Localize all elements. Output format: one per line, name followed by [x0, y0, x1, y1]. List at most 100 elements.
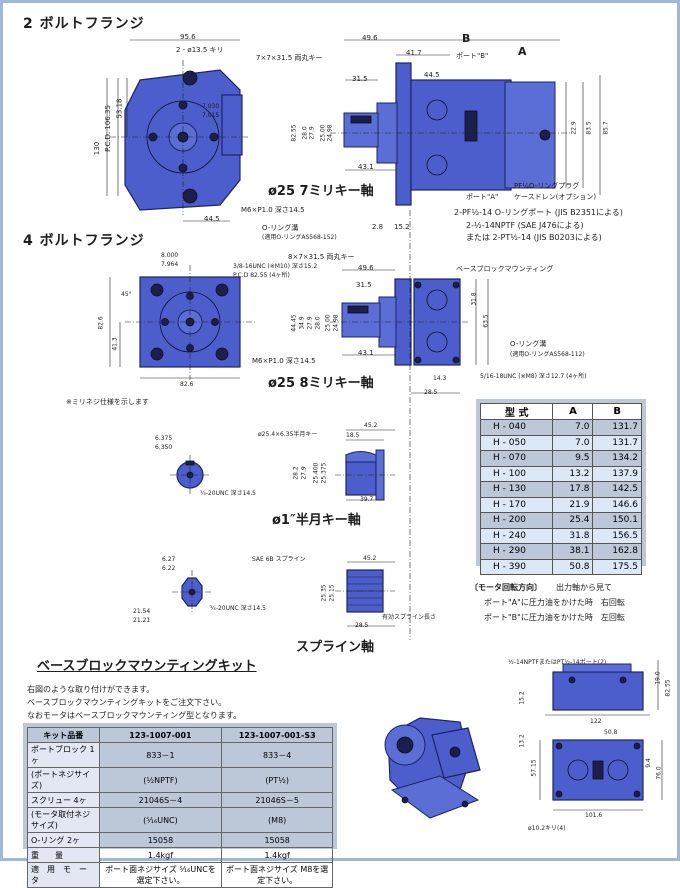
cell: 25.4	[552, 512, 594, 529]
cell: 9.5	[552, 450, 594, 467]
dim-label: O-リング溝	[262, 224, 299, 232]
dim-label: 7.015	[202, 112, 220, 119]
cell: ポート面ネジサイズ ⁵⁄₁₆UNCを選定下さい。	[98, 862, 223, 888]
dim-label: 63.5	[482, 314, 490, 328]
cell: H - 100	[479, 465, 554, 482]
spline-shaft	[172, 561, 395, 627]
rotation-line: ポート"B"に圧力油をかけた時 左回転	[484, 613, 625, 622]
dim-label: 27.9	[306, 316, 314, 330]
dim-label: 45°	[121, 291, 132, 298]
cell: H - 240	[479, 527, 554, 544]
port-note: 2-PF½-14 O-リングポート (JIS B2351による)	[454, 208, 623, 217]
dim-label: 28.5	[355, 622, 369, 629]
dim-label: ø25.4×6.35半月キー	[258, 431, 318, 438]
bolt-label: 5/16-18UNC (※M8) 深さ12.7 (4ヶ所)	[480, 373, 587, 380]
side-view-four-bolt	[330, 269, 489, 394]
dim-label: 8.000	[161, 252, 179, 259]
dim-label: 130	[93, 141, 102, 156]
dim-label: 101.6	[585, 812, 603, 819]
dim-label: 122	[590, 718, 602, 725]
two-bolt-heading: 2 ボルトフランジ	[23, 16, 145, 32]
dim-label: 82.55	[290, 124, 298, 142]
dim-label: 85.7	[602, 121, 610, 135]
cell: 7.0	[552, 434, 594, 451]
cell: 146.6	[592, 496, 642, 513]
cell: 21046S－4	[98, 792, 223, 808]
dim-label: 27.9	[300, 466, 308, 480]
dim-label: ¼-20UNC 深さ14.5	[200, 490, 256, 497]
dim-label: 6.375	[155, 435, 173, 442]
dim-label: 44.5	[204, 215, 220, 223]
cell: H - 040	[479, 419, 554, 436]
cell: 137.9	[592, 465, 642, 482]
dim-label: 82.6	[180, 381, 194, 388]
dim-label: P.C.D 82.55 (4ヶ所)	[233, 272, 290, 279]
dim-label: 53.18	[115, 98, 124, 119]
dim-label: 34.9	[298, 316, 306, 330]
cell: ポートブロック 1ヶ	[27, 742, 100, 768]
cell: (モータ取付ネジサイズ)	[27, 807, 100, 833]
dim-label: 45.2	[363, 555, 377, 562]
cell: 175.5	[592, 558, 642, 575]
base-mount-label: ベースブロックマウンティング	[456, 265, 554, 273]
cell: 15058	[221, 832, 333, 848]
dim-label: 57.15	[530, 759, 538, 777]
dim-label: 21.54	[133, 608, 151, 615]
cell: 17.8	[552, 481, 594, 498]
dim-label: ¼-20UNC 深さ14.5	[210, 605, 266, 612]
cell: H - 170	[479, 496, 554, 513]
dim-label: 有効スプライン長さ	[382, 614, 437, 621]
kit-table: キット品番 123-1007-001 123-1007-001-S3 ポートブロ…	[27, 727, 333, 888]
dim-label: 19.0	[654, 671, 662, 685]
dim-label: 7.964	[161, 261, 179, 268]
dim-label: 24.98	[326, 124, 334, 142]
kit-drawing	[539, 660, 663, 811]
table-row: 適 用 モ ー タポート面ネジサイズ ⁵⁄₁₆UNCを選定下さい。ポート面ネジサ…	[27, 862, 333, 888]
table-row: (ポートネジサイズ)(½NPTF)(PT½)	[27, 767, 333, 793]
dim-label: 24.98	[332, 314, 340, 332]
dim-label: 31.8	[470, 292, 478, 306]
cell: 21046S－5	[221, 792, 333, 808]
dim-label: 43.1	[358, 349, 374, 357]
dim-label: 7.030	[202, 103, 220, 110]
dim-label: 22.9	[570, 121, 578, 135]
cell: (ポートネジサイズ)	[27, 767, 100, 793]
table-header-row: 型 式 A B	[479, 403, 642, 420]
dim-a: A	[518, 45, 527, 58]
cell: 134.2	[592, 450, 642, 467]
dim-label: 49.6	[362, 34, 378, 42]
table-row: (モータ取付ネジサイズ)(⁵⁄₁₆UNC)(M8)	[27, 807, 333, 833]
key-note: 8×7×31.5 両丸キー	[288, 253, 355, 261]
dim-label: ø10.2キリ(4)	[528, 825, 566, 832]
cell: 131.7	[592, 434, 642, 451]
cell: 833－4	[221, 742, 333, 768]
dim-label: 2 - ø13.5 キリ	[176, 46, 224, 54]
dim-label: 9.4	[644, 758, 652, 768]
dim-label: 43.1	[358, 163, 374, 171]
header-cell: A	[552, 403, 594, 420]
kit-desc: ベースブロックマウンティングキットをご注文下さい。	[27, 698, 227, 707]
shaft-25-7-heading: ø25 7ミリキー軸	[268, 184, 374, 199]
rotation-line: 出力軸から見て	[556, 583, 612, 592]
dim-label: 6.22	[162, 565, 176, 572]
dim-label: 18.5	[346, 432, 360, 439]
header-cell: B	[592, 403, 642, 420]
cell: H - 130	[479, 481, 554, 498]
cell: (⁵⁄₁₆UNC)	[98, 807, 223, 833]
dim-label: M6×P1.0 深さ14.5	[241, 206, 305, 214]
kit-heading: ベースブロックマウンティングキット	[37, 659, 257, 674]
cell: 50.8	[552, 558, 594, 575]
dim-label: 13.2	[518, 734, 526, 748]
dim-label: 3/8-16UNC (※M10) 深さ15.2	[233, 263, 318, 270]
dim-label: 44.45	[290, 314, 298, 332]
dim-label: 28.5	[424, 389, 438, 396]
dim-label: 28.2	[292, 466, 300, 480]
drain-label: ケースドレン(オプション)	[514, 193, 597, 201]
header-cell: 型 式	[479, 403, 554, 420]
metric-note: ※ミリネジ仕様を示します	[66, 398, 149, 406]
dim-label: P.C.D. 106.35	[103, 105, 112, 152]
